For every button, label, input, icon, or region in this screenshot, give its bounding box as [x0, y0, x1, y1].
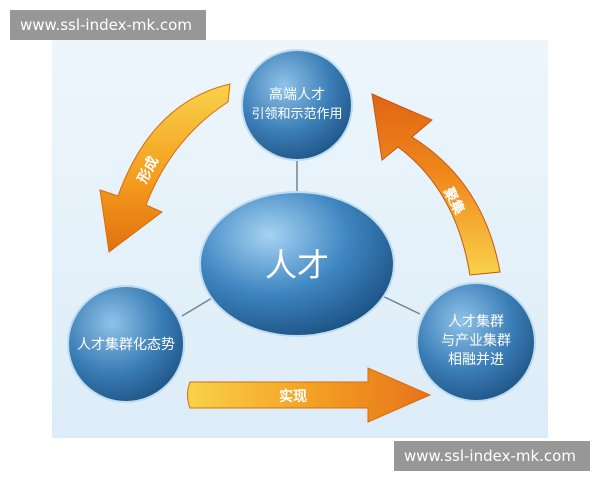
watermark-top: www.ssl-index-mk.com	[10, 10, 206, 40]
node-top: 高端人才 引领和示范作用	[241, 49, 353, 161]
watermark-bottom: www.ssl-index-mk.com	[394, 441, 590, 471]
node-right-line2: 与产业集群	[441, 332, 511, 349]
node-center: 人才	[199, 191, 395, 337]
node-right: 人才集群 与产业集群 相融并进	[416, 282, 536, 402]
arrow-bottom	[187, 367, 432, 423]
node-center-label: 人才	[265, 246, 329, 284]
arrow-label-shixian: 实现	[279, 388, 307, 405]
node-left-circle	[67, 285, 185, 403]
node-top-line2: 引领和示范作用	[251, 107, 342, 122]
arrow-right-top	[371, 93, 501, 276]
node-right-line1: 人才集群	[448, 313, 504, 330]
node-right-circle	[416, 282, 536, 402]
node-top-line1: 高端人才	[269, 86, 325, 103]
node-center-circle	[199, 191, 395, 337]
node-left: 人才集群化态势	[67, 285, 185, 403]
arrow-left-top	[99, 83, 231, 253]
node-left-label: 人才集群化态势	[77, 336, 175, 353]
node-top-circle	[241, 49, 353, 161]
node-right-line3: 相融并进	[448, 352, 504, 368]
